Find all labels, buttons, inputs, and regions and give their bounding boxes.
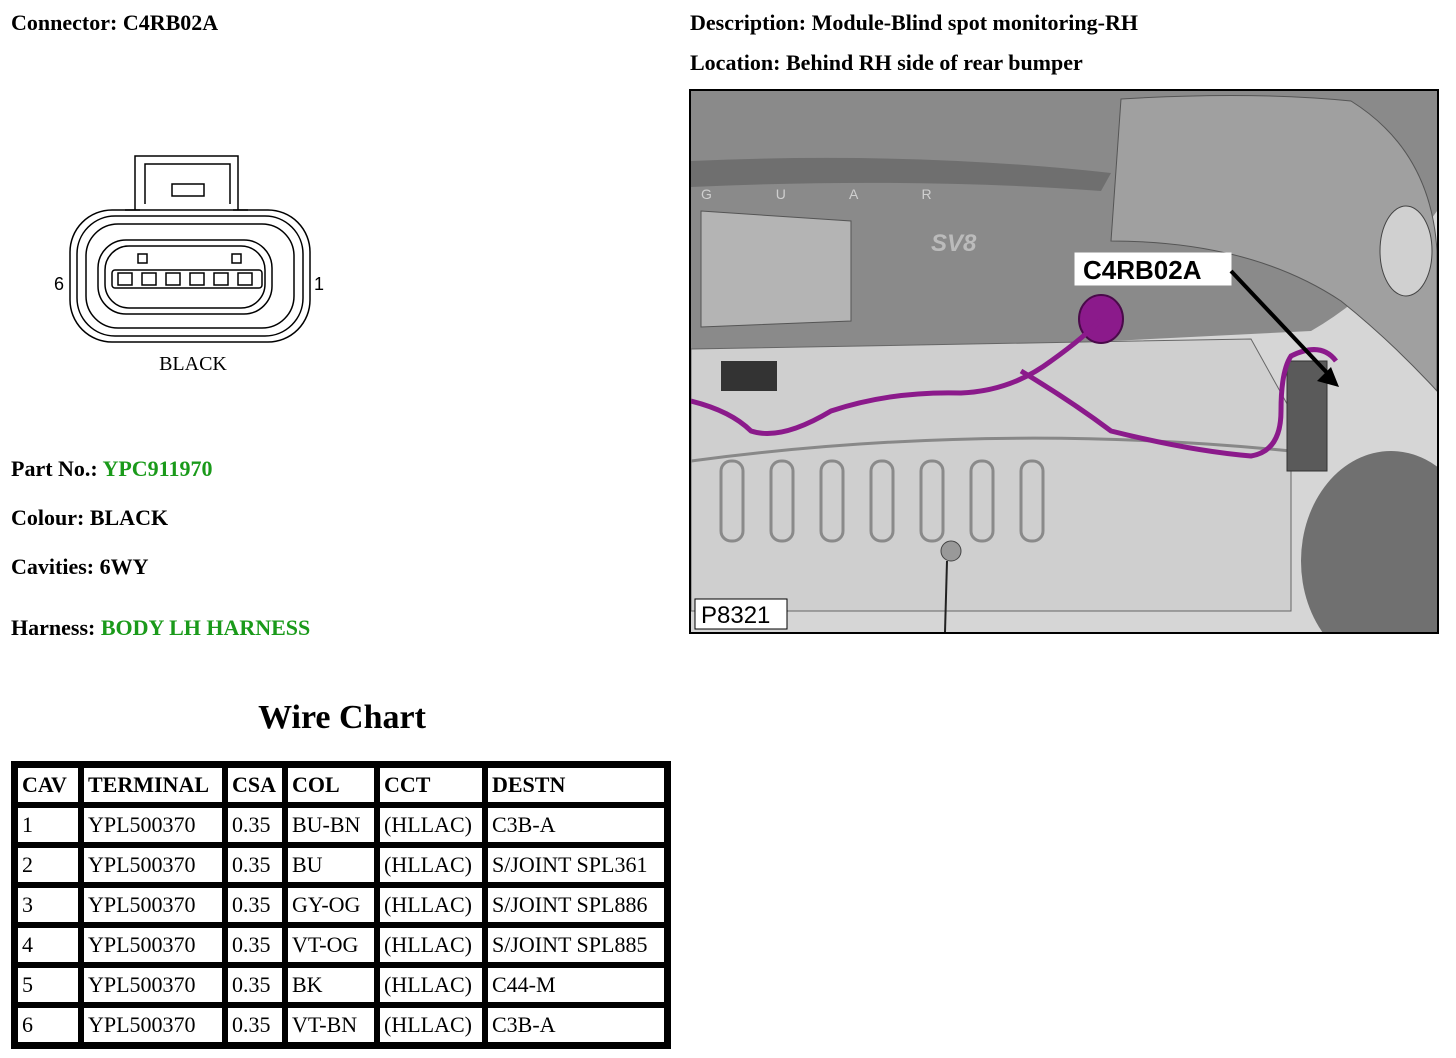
part-no-field: Part No.: YPC911970 [11, 456, 212, 482]
cell-cct: (HLLAC) [377, 1005, 485, 1045]
cell-cav: 3 [15, 885, 81, 925]
brand-lettering: G U A R [701, 186, 962, 202]
cell-destn: C3B-A [485, 805, 667, 845]
diagram-colour-label: BLACK [159, 353, 227, 375]
location-photo: SV8 G U A R C4RB02A [689, 89, 1439, 634]
harness-field: Harness: BODY LH HARNESS [11, 615, 310, 641]
cell-cav: 5 [15, 965, 81, 1005]
cell-col: BK [285, 965, 377, 1005]
part-no-label: Part No.: [11, 456, 98, 481]
table-row: 4 YPL500370 0.35 VT-OG (HLLAC) S/JOINT S… [15, 925, 667, 965]
cell-destn: C44-M [485, 965, 667, 1005]
header-cct: CCT [377, 765, 485, 805]
colour-field: Colour: BLACK [11, 505, 168, 531]
header-destn: DESTN [485, 765, 667, 805]
table-header-row: CAV TERMINAL CSA COL CCT DESTN [15, 765, 667, 805]
wire-chart-table: CAV TERMINAL CSA COL CCT DESTN 1 YPL5003… [11, 761, 671, 1049]
cell-cct: (HLLAC) [377, 965, 485, 1005]
header-terminal: TERMINAL [81, 765, 225, 805]
photo-reference: P8321 [701, 602, 770, 629]
colour-label: Colour: [11, 505, 85, 530]
cell-terminal: YPL500370 [81, 805, 225, 845]
cell-cct: (HLLAC) [377, 885, 485, 925]
cell-col: BU-BN [285, 805, 377, 845]
cell-csa: 0.35 [225, 805, 285, 845]
table-row: 3 YPL500370 0.35 GY-OG (HLLAC) S/JOINT S… [15, 885, 667, 925]
cell-destn: S/JOINT SPL886 [485, 885, 667, 925]
connector-value: C4RB02A [122, 10, 219, 35]
connector-field: Connector: C4RB02A [11, 10, 218, 36]
cell-csa: 0.35 [225, 885, 285, 925]
cell-col: VT-OG [285, 925, 377, 965]
cavities-field: Cavities: 6WY [11, 554, 148, 580]
description-label: Description: [690, 10, 807, 35]
table-row: 6 YPL500370 0.35 VT-BN (HLLAC) C3B-A [15, 1005, 667, 1045]
cell-csa: 0.35 [225, 965, 285, 1005]
table-row: 5 YPL500370 0.35 BK (HLLAC) C44-M [15, 965, 667, 1005]
cell-csa: 0.35 [225, 925, 285, 965]
cell-cav: 6 [15, 1005, 81, 1045]
connector-label: Connector: [11, 10, 118, 35]
description-field: Description: Module-Blind spot monitorin… [690, 10, 1138, 36]
colour-value: BLACK [89, 505, 169, 530]
connector-face-diagram: 6 1 BLACK [54, 155, 324, 375]
cell-destn: C3B-A [485, 1005, 667, 1045]
cell-cct: (HLLAC) [377, 925, 485, 965]
cell-terminal: YPL500370 [81, 845, 225, 885]
pin-label-1: 1 [314, 274, 324, 294]
cell-destn: S/JOINT SPL361 [485, 845, 667, 885]
header-col: COL [285, 765, 377, 805]
location-label: Location: [690, 50, 781, 75]
cell-terminal: YPL500370 [81, 925, 225, 965]
cell-terminal: YPL500370 [81, 965, 225, 1005]
pin-label-6: 6 [54, 274, 64, 294]
sv8-badge: SV8 [931, 230, 977, 257]
table-row: 2 YPL500370 0.35 BU (HLLAC) S/JOINT SPL3… [15, 845, 667, 885]
harness-link[interactable]: BODY LH HARNESS [100, 615, 311, 640]
cell-col: BU [285, 845, 377, 885]
cell-cav: 2 [15, 845, 81, 885]
wire-chart-title: Wire Chart [258, 699, 426, 736]
harness-label: Harness: [11, 615, 96, 640]
cavities-label: Cavities: [11, 554, 95, 579]
cell-csa: 0.35 [225, 845, 285, 885]
cell-cav: 4 [15, 925, 81, 965]
photo-callout-label: C4RB02A [1083, 255, 1202, 285]
cell-destn: S/JOINT SPL885 [485, 925, 667, 965]
cell-col: VT-BN [285, 1005, 377, 1045]
cell-cav: 1 [15, 805, 81, 845]
location-field: Location: Behind RH side of rear bumper [690, 50, 1083, 76]
cell-cct: (HLLAC) [377, 805, 485, 845]
cell-cct: (HLLAC) [377, 845, 485, 885]
table-row: 1 YPL500370 0.35 BU-BN (HLLAC) C3B-A [15, 805, 667, 845]
cavities-value: 6WY [99, 554, 149, 579]
header-cav: CAV [15, 765, 81, 805]
part-no-link[interactable]: YPC911970 [102, 456, 213, 481]
location-value: Behind RH side of rear bumper [785, 50, 1083, 75]
cell-terminal: YPL500370 [81, 885, 225, 925]
cell-terminal: YPL500370 [81, 1005, 225, 1045]
header-csa: CSA [225, 765, 285, 805]
cell-col: GY-OG [285, 885, 377, 925]
cell-csa: 0.35 [225, 1005, 285, 1045]
description-value: Module-Blind spot monitoring-RH [811, 10, 1138, 35]
